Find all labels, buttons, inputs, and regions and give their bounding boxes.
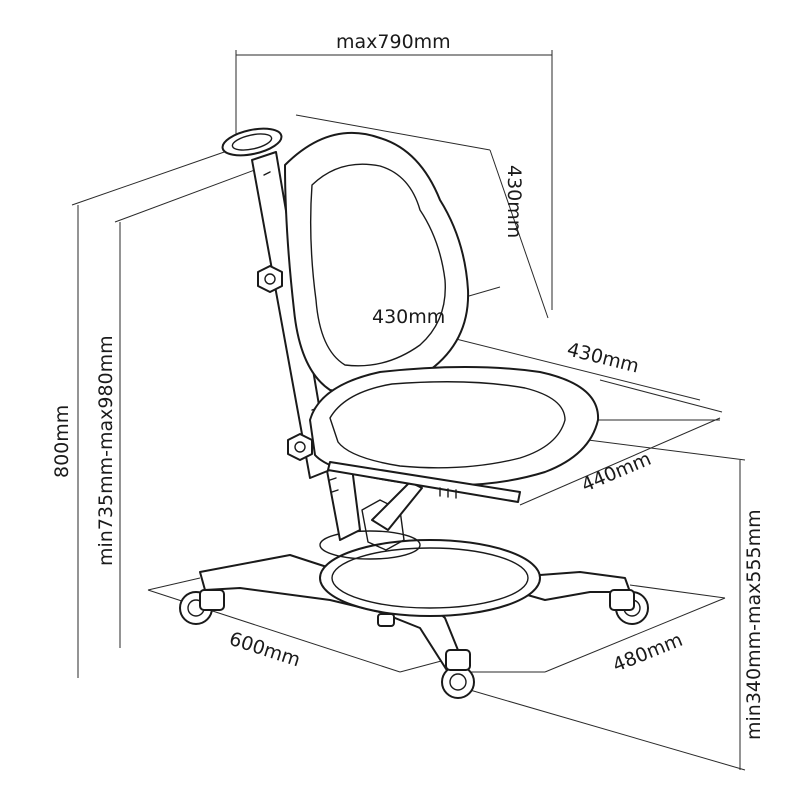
dim-base-width-left-ext: [147, 577, 201, 591]
caster-left: [179, 589, 225, 625]
caster-front: [441, 649, 475, 699]
dim-height-range-top-ext: [114, 167, 261, 223]
seat-frame: [327, 461, 521, 503]
caster-back: [377, 613, 395, 627]
dim-base-depth-line: [544, 597, 726, 673]
dim-seat-width-line: [419, 329, 701, 401]
label-top-width: max790mm: [336, 31, 451, 53]
seat: [309, 366, 600, 503]
lift-lever: [371, 481, 423, 531]
label-seat-height-range: min340mm-max555mm: [743, 509, 765, 740]
label-seat-depth: 440mm: [578, 448, 654, 497]
footrest-ring-inner: [331, 547, 529, 609]
seat-cushion: [329, 381, 566, 469]
dim-base-width-right-ext: [399, 659, 446, 673]
dim-back-height-top-ext: [295, 114, 491, 151]
label-back-width: 430mm: [372, 306, 445, 328]
dim-seat-width-ext: [599, 379, 723, 413]
label-base-depth: 480mm: [610, 629, 686, 677]
casters: [179, 589, 649, 699]
top-ring: [221, 127, 283, 157]
label-back-height: 430mm: [503, 165, 525, 238]
chair-illustration: [179, 127, 649, 699]
label-seat-width: 430mm: [565, 339, 641, 378]
backrest-cushion: [309, 163, 446, 367]
label-total-height: 800mm: [51, 405, 73, 478]
label-height-range: min735mm-max980mm: [95, 335, 117, 566]
dim-back-height-line: [489, 149, 549, 319]
column-base-plate: [319, 530, 421, 560]
dim-base-depth-right-ext: [629, 584, 726, 599]
label-base-width: 600mm: [226, 628, 303, 672]
chair-base: [199, 530, 631, 673]
lower-knob-icon: [287, 433, 313, 461]
caster-right: [609, 589, 649, 625]
dim-seat-depth-line: [519, 417, 721, 506]
dim-seat-height-top-ext: [587, 439, 746, 461]
dim-total-height-top-ext: [71, 149, 231, 206]
footrest-ring-outer: [319, 539, 541, 617]
backrest: [284, 131, 470, 394]
upper-knob-icon: [257, 265, 283, 293]
dim-seat-height-bottom-ext: [469, 689, 746, 771]
adjustment-knobs: [257, 265, 313, 461]
